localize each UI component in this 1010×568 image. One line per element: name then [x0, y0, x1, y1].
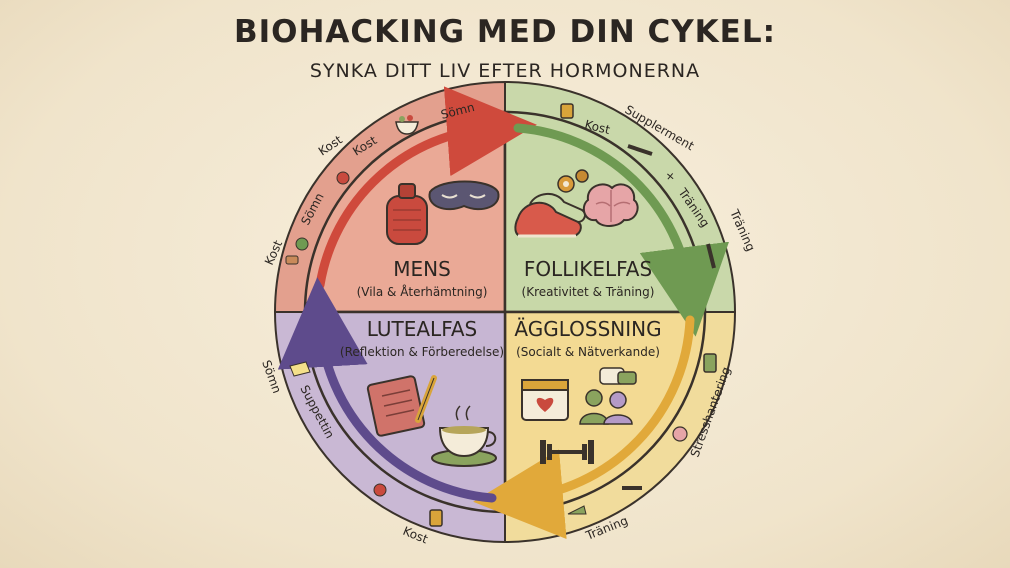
people-chat-icon	[579, 367, 637, 425]
apple-icon-bottom	[373, 483, 387, 497]
page-subtitle: SYNKA DITT LIV EFTER HORMONERNA	[309, 60, 701, 82]
phase-agg-desc: (Socialt & Nätverkande)	[516, 345, 660, 359]
sleep-mask-icon	[428, 180, 500, 211]
pen-icon	[415, 375, 437, 423]
phase-luteal-name: LUTEALFAS	[367, 317, 478, 341]
broccoli-icon	[295, 237, 309, 251]
dumbbell-small-icon-2	[706, 243, 716, 269]
notebook-icon	[366, 375, 426, 437]
dumbbell-small-icon-1	[627, 144, 653, 156]
arrow-mens	[315, 86, 537, 290]
arrow-agg	[473, 315, 695, 540]
gears-icon	[557, 169, 589, 193]
calendar-heart-icon	[521, 379, 569, 421]
brain-icon	[582, 183, 639, 227]
inner-wheel	[303, 110, 707, 514]
cycle-arrows	[277, 86, 730, 540]
arrow-luteal	[277, 277, 497, 503]
sneakers-icon	[514, 193, 586, 238]
phase-follikel-desc: (Kreativitet & Träning)	[522, 285, 655, 299]
ring-label-kost-right: Kost	[583, 117, 611, 137]
brain-small-icon	[672, 426, 688, 442]
supplement-jar-icon-right	[703, 353, 717, 373]
supplement-jar-icon-bottom	[429, 509, 443, 527]
dumbbell-icon	[540, 440, 594, 464]
hot-water-bottle-icon	[386, 183, 428, 245]
page-title: BIOHACKING MED DIN CYKEL:	[233, 14, 777, 50]
arrow-follikel	[513, 123, 730, 337]
supplement-jar-icon-top	[560, 103, 574, 119]
phase-luteal-desc: (Reflektion & Förberedelse)	[340, 345, 504, 359]
phase-follikel-name: FOLLIKELFAS	[524, 257, 652, 281]
butter-icon	[289, 361, 311, 377]
phase-mens-name: MENS	[393, 257, 451, 281]
sneaker-small-icon	[567, 505, 587, 515]
food-icon-left	[285, 255, 299, 265]
apple-icon-top	[336, 171, 350, 185]
ring-label-traning-outer: Träning	[727, 207, 758, 254]
phase-agg-name: ÄGGLOSSNING	[514, 317, 661, 341]
tea-cup-icon	[431, 405, 497, 467]
phase-mens-desc: (Vila & Återhämtning)	[357, 284, 488, 299]
salad-bowl-icon	[395, 115, 419, 135]
